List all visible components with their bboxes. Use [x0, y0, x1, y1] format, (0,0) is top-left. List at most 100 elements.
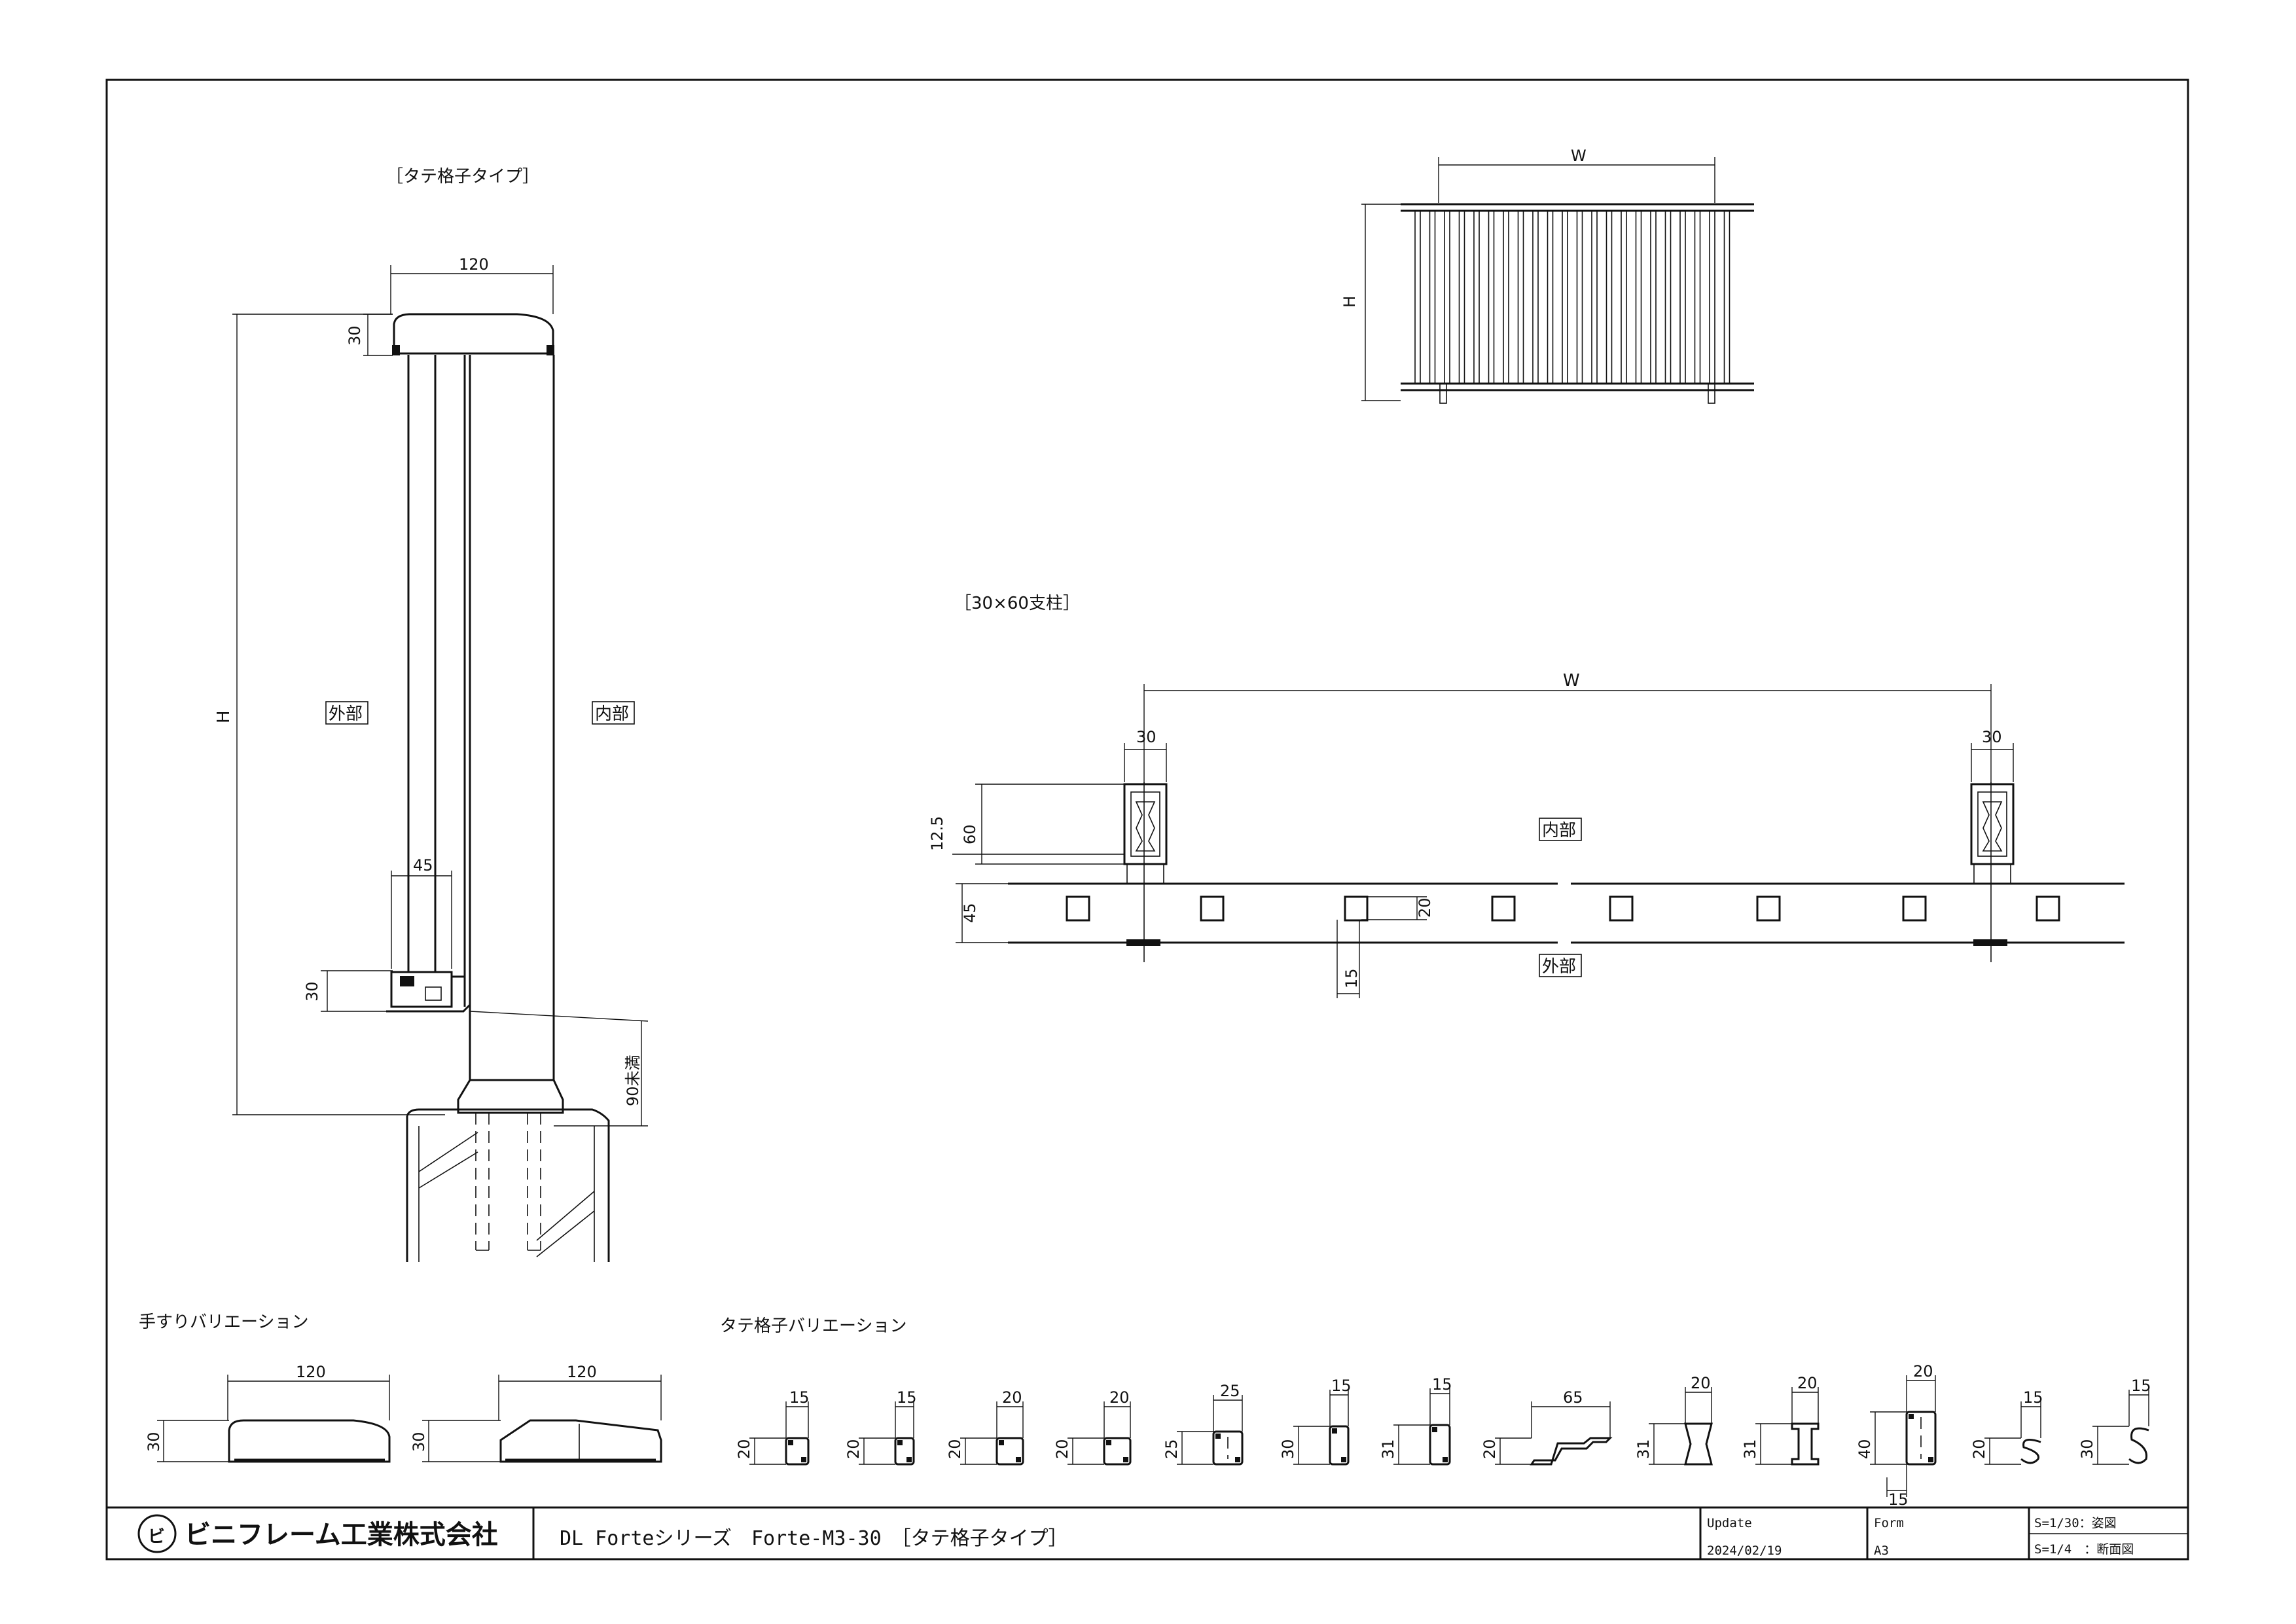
- plan-title: ［30×60支柱］: [954, 594, 1080, 613]
- bar-variation-height: 20: [946, 1439, 964, 1459]
- handrail-variation-2: 120 30: [410, 1363, 662, 1463]
- bar-variation-height: 40: [1856, 1439, 1874, 1459]
- elevation-section-detail: ［タテ格子タイプ］ 120 30 H 外部 内部: [214, 167, 649, 1262]
- bar-variation-width: 20: [1797, 1374, 1818, 1392]
- handrail-cap: [393, 313, 554, 355]
- bar-variation-item: 20 40 15: [1856, 1362, 1937, 1509]
- front-bar: [1621, 210, 1627, 384]
- bar-variation-height: 20: [1053, 1439, 1071, 1459]
- bar-variation-height: 31: [1741, 1439, 1759, 1459]
- form-value: A3: [1874, 1543, 1889, 1558]
- bar-variation-height: 20: [1480, 1439, 1499, 1459]
- bar-variation-height: 31: [1634, 1439, 1653, 1459]
- plan-dim-rail: 45: [961, 903, 979, 923]
- bar-variation-width: 25: [1220, 1382, 1240, 1400]
- update-date: 2024/02/19: [1707, 1543, 1782, 1558]
- front-bar: [1488, 210, 1495, 384]
- front-bar: [1414, 210, 1421, 384]
- bar-variation-height: 30: [2078, 1439, 2096, 1459]
- front-bar: [1679, 210, 1686, 384]
- plan-dim-post-right: 30: [1982, 728, 2002, 746]
- svg-text:30: 30: [410, 1432, 428, 1452]
- plan-bar: [1344, 895, 1369, 922]
- plan-dim-post-depth: 60: [961, 824, 979, 844]
- elevation-dim-width: 120: [459, 255, 489, 274]
- bar-variation-height: 31: [1379, 1439, 1397, 1459]
- svg-text:120: 120: [296, 1363, 326, 1381]
- plan-dim-offset: 12.5: [928, 816, 946, 851]
- post-right: [1970, 782, 2015, 962]
- bar-variation-width: 15: [2131, 1377, 2151, 1395]
- bar-variation-height: 20: [1970, 1439, 1988, 1459]
- bar-variation-height: 20: [844, 1439, 863, 1459]
- front-bar: [1605, 210, 1613, 384]
- front-bar: [1458, 210, 1465, 384]
- elevation-dim-h: H: [214, 710, 234, 723]
- bar-variation-width: 20: [1002, 1388, 1022, 1407]
- front-bar: [1694, 210, 1701, 384]
- form-label: Form: [1874, 1516, 1904, 1530]
- front-bar: [1562, 210, 1568, 384]
- border-frame: [105, 79, 2189, 1561]
- scale-elevation: S=1/30：姿図: [2034, 1516, 2117, 1530]
- label-outside: 外部: [329, 704, 363, 724]
- front-bar: [1429, 210, 1436, 384]
- plan-bar: [1609, 895, 1634, 922]
- post-left: [1123, 782, 1168, 962]
- handrail-variations-title: 手すりバリエーション: [139, 1312, 308, 1332]
- plan-dim-bar-width: 15: [1342, 968, 1361, 988]
- front-bar: [1547, 210, 1554, 384]
- plan-dim-bar-depth: 20: [1416, 897, 1434, 918]
- bar-variations-title: タテ格子バリエーション: [720, 1316, 906, 1336]
- svg-text:30: 30: [145, 1432, 163, 1452]
- elevation-dim-cap: 30: [346, 325, 364, 346]
- label-inside: 内部: [595, 704, 629, 724]
- scale-section: S=1/4 ：断面図: [2034, 1542, 2134, 1557]
- bar-variation-items: 1520152020202020252515301531652020312031…: [735, 1362, 2151, 1509]
- front-bar: [1650, 210, 1657, 384]
- front-bars: [1414, 210, 1731, 404]
- front-bar: [1591, 210, 1598, 384]
- bar-variation-width: 15: [897, 1388, 917, 1407]
- bar-variation-width: 20: [1913, 1362, 1933, 1380]
- plan-dim-post-left: 30: [1136, 728, 1157, 746]
- front-bar: [1517, 210, 1524, 384]
- company-logo-icon: [137, 1514, 177, 1553]
- front-bar: [1664, 210, 1672, 384]
- bar-variation-width: 15: [1331, 1377, 1352, 1395]
- elevation-title: ［タテ格子タイプ］: [386, 167, 539, 187]
- bar-variation-height: 20: [735, 1439, 753, 1459]
- bar-variation-width: 15: [2023, 1388, 2043, 1407]
- elevation-dim-bottom-rail: 45: [413, 856, 433, 875]
- bar-variation-width: 15: [1432, 1375, 1452, 1394]
- bar-variation-width: 20: [1109, 1388, 1130, 1407]
- plan-label-inside: 内部: [1542, 821, 1576, 840]
- front-post-foot: [1708, 383, 1715, 404]
- update-label: Update: [1707, 1516, 1752, 1530]
- svg-text:120: 120: [567, 1363, 597, 1381]
- plan-bars: [1066, 895, 2060, 922]
- front-dim-h: H: [1340, 296, 1359, 308]
- front-bar: [1635, 210, 1642, 384]
- front-elevation: W H: [1340, 147, 1754, 404]
- front-bar: [1444, 210, 1450, 384]
- front-bar: [1723, 210, 1731, 384]
- plan-bar: [1200, 895, 1225, 922]
- plan-bar: [1066, 895, 1090, 922]
- drawing-title: DL Forteシリーズ Forte-M3-30 ［タテ格子タイプ］: [560, 1527, 1068, 1550]
- post-base: [457, 1079, 564, 1114]
- plan-bar: [1902, 895, 1927, 922]
- bar-variation-extra: 15: [1888, 1490, 1909, 1509]
- plan-dim-w: W: [1563, 671, 1580, 691]
